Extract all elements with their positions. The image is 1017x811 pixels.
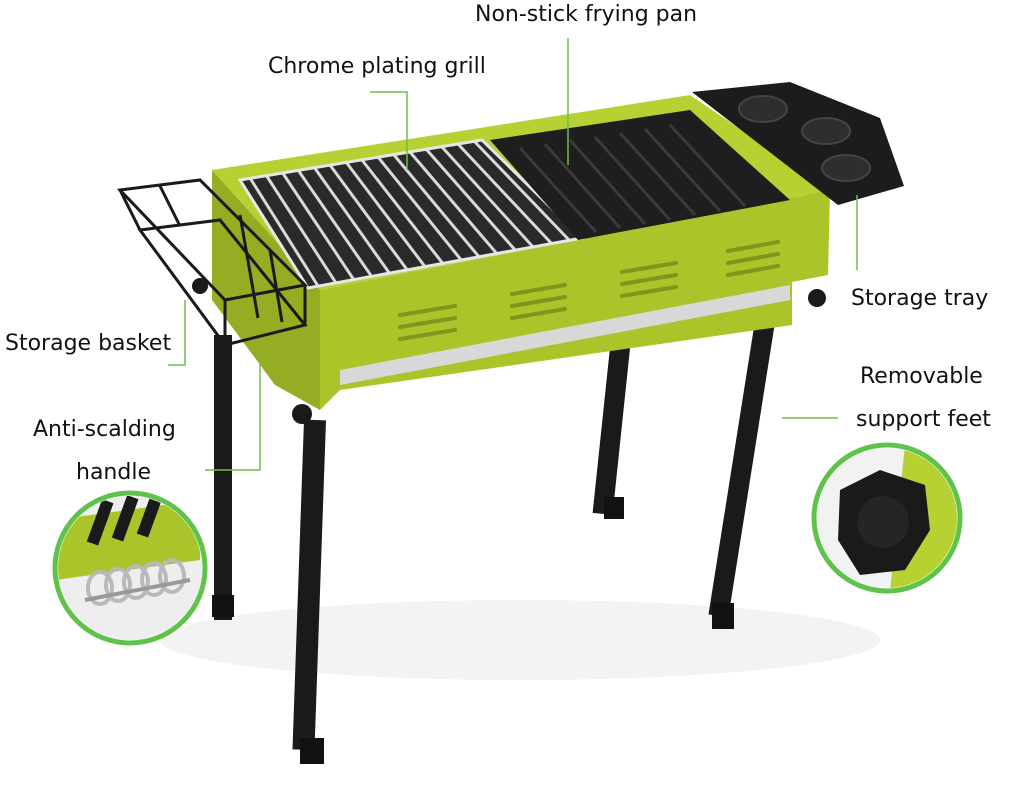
feet-detail-inset: [811, 442, 963, 594]
foot-front-left: [212, 595, 234, 617]
label-storage-basket: Storage basket: [5, 331, 172, 356]
leg-back-left: [592, 308, 634, 515]
grill-left-side: [212, 170, 320, 410]
vent-slots: [398, 240, 780, 341]
label-non-stick-frying-pan: Non-stick frying pan: [475, 2, 698, 27]
label-storage-tray: Storage tray: [851, 286, 989, 311]
foot-back-right: [712, 603, 734, 629]
ground-shadow: [160, 600, 880, 680]
label-anti-scalding-handle-line1: Anti-scalding: [33, 417, 176, 442]
storage-basket: [116, 178, 309, 347]
leg-front-left: [214, 335, 232, 620]
leg-front-right: [292, 419, 326, 751]
label-removable-support-feet-line1: Removable: [860, 364, 983, 389]
label-removable-support-feet-line2: support feet: [856, 407, 991, 432]
handle-detail-inset: [52, 490, 208, 646]
leg-back-right: [708, 288, 780, 618]
foot-front-right: [300, 738, 324, 764]
tray-cup-holder: [821, 154, 871, 182]
foot-back-left: [604, 497, 624, 519]
tray-cup-holder: [801, 117, 851, 145]
callout-lines: [168, 38, 858, 471]
grill-bottom-edge: [340, 285, 790, 385]
adjustment-knob: [292, 404, 312, 424]
label-anti-scalding-handle-line2: handle: [76, 460, 151, 485]
tray-cup-holder: [738, 95, 788, 123]
chrome-grill-bars: [248, 139, 572, 287]
label-chrome-plating-grill: Chrome plating grill: [268, 54, 486, 79]
adjustment-knob: [808, 289, 826, 307]
adjustment-knob: [192, 278, 208, 294]
frying-pan-ridges: [518, 123, 747, 234]
